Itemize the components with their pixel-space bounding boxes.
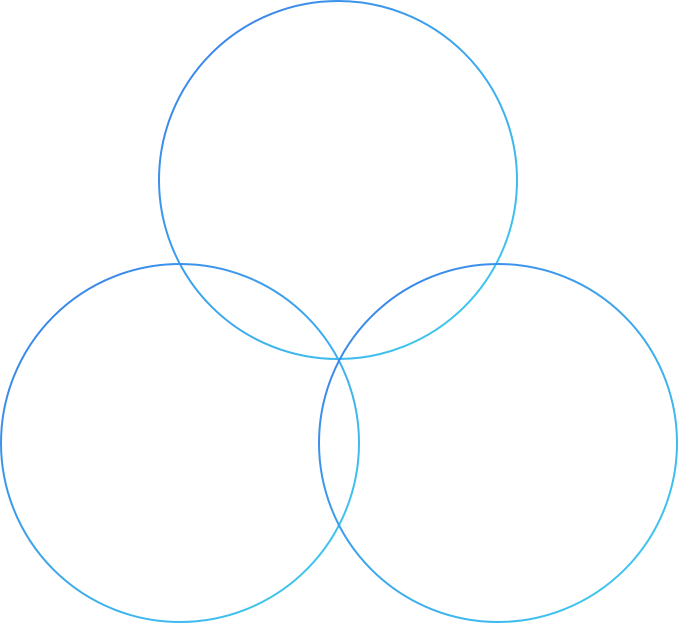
venn-circle-bottom-left <box>0 263 360 623</box>
venn-circle-top <box>158 0 518 360</box>
venn-circle-bottom-right <box>318 263 678 623</box>
